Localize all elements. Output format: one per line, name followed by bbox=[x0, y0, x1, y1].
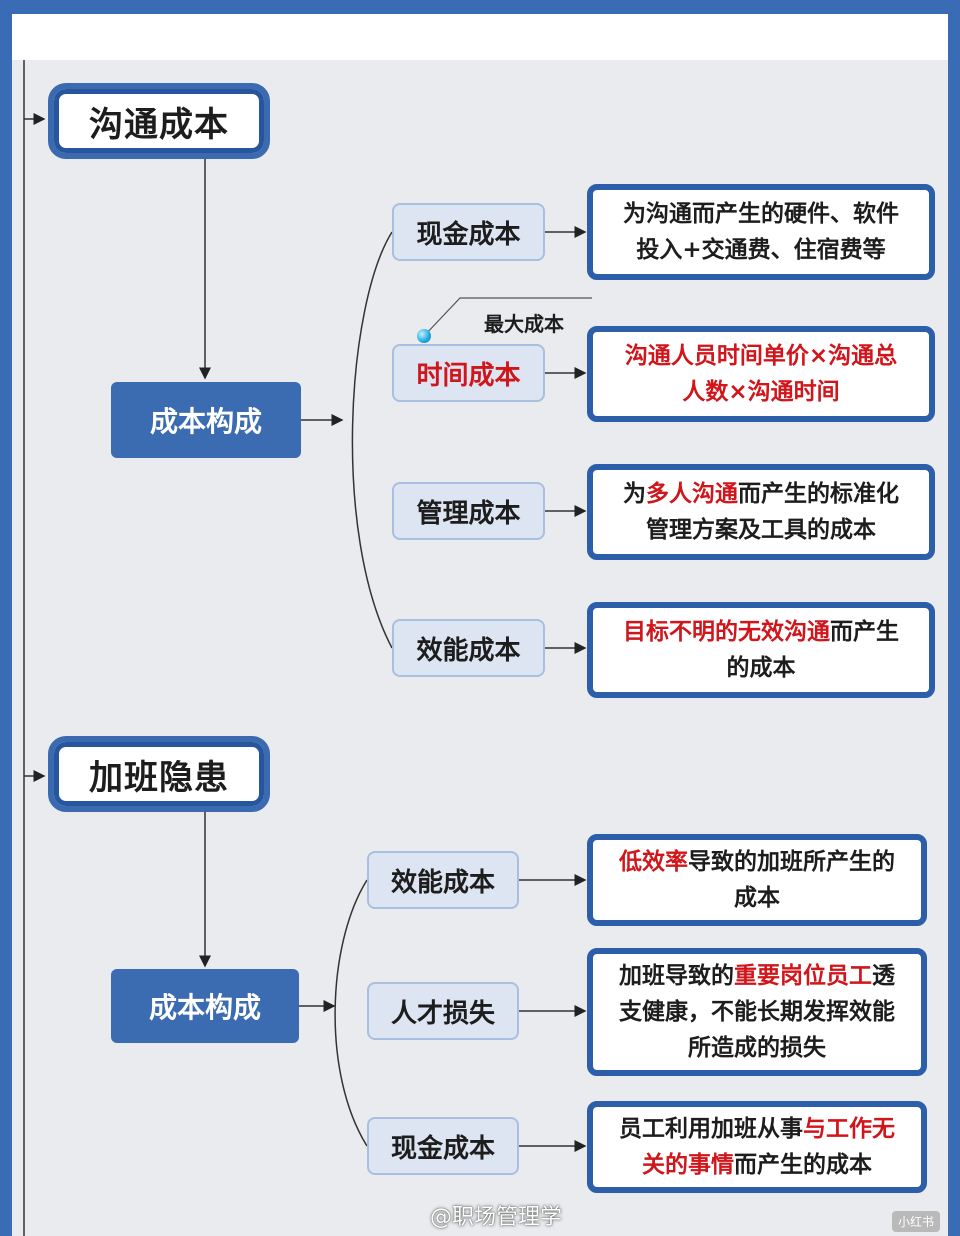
desc-line: 的成本 bbox=[726, 655, 796, 681]
desc-line: 成本 bbox=[734, 885, 780, 911]
watermark: @职场管理学 bbox=[430, 1205, 563, 1230]
bullet-dot bbox=[417, 329, 431, 343]
category-efficiency-cost: 效能成本 bbox=[367, 851, 519, 909]
desc-line: 管理方案及工具的成本 bbox=[646, 517, 876, 543]
category-efficiency-cost: 效能成本 bbox=[392, 619, 545, 677]
desc-line: 目标不明的无效沟通而产生 bbox=[623, 619, 899, 645]
root-node-overtime-risk: 加班隐患 bbox=[48, 736, 270, 812]
desc-efficiency-cost: 目标不明的无效沟通而产生 的成本 bbox=[587, 602, 935, 698]
desc-line: 人数×沟通时间 bbox=[682, 379, 840, 405]
root-node-communication-cost: 沟通成本 bbox=[48, 83, 270, 159]
mindmap-canvas: 沟通成本 成本构成 现金成本 为沟通而产生的硬件、软件 投入+交通费、住宿费等 … bbox=[12, 14, 948, 1236]
desc-line: 加班导致的重要岗位员工透 bbox=[619, 963, 895, 989]
desc-management-cost: 为多人沟通而产生的标准化 管理方案及工具的成本 bbox=[587, 464, 935, 560]
category-time-cost: 时间成本 bbox=[392, 344, 545, 402]
desc-line: 关的事情而产生的成本 bbox=[642, 1152, 872, 1178]
desc-line: 沟通人员时间单价×沟通总 bbox=[624, 343, 898, 369]
desc-efficiency-cost: 低效率导致的加班所产生的 成本 bbox=[587, 834, 927, 926]
category-talent-loss: 人才损失 bbox=[367, 982, 519, 1040]
desc-line: 为多人沟通而产生的标准化 bbox=[623, 481, 899, 507]
desc-line: 所造成的损失 bbox=[688, 1035, 826, 1061]
desc-cash-cost: 员工利用加班从事与工作无 关的事情而产生的成本 bbox=[587, 1101, 927, 1193]
desc-line: 低效率导致的加班所产生的 bbox=[619, 849, 895, 875]
max-cost-note: 最大成本 bbox=[484, 312, 564, 336]
desc-line: 投入+交通费、住宿费等 bbox=[636, 237, 886, 263]
desc-cash-cost: 为沟通而产生的硬件、软件 投入+交通费、住宿费等 bbox=[587, 184, 935, 280]
category-management-cost: 管理成本 bbox=[392, 482, 545, 540]
composition-node: 成本构成 bbox=[111, 969, 299, 1043]
corner-tag: 小红书 bbox=[891, 1211, 940, 1232]
desc-talent-loss: 加班导致的重要岗位员工透 支健康，不能长期发挥效能 所造成的损失 bbox=[587, 948, 927, 1076]
category-cash-cost: 现金成本 bbox=[392, 203, 545, 261]
top-band bbox=[12, 14, 948, 60]
connector-lines bbox=[23, 60, 592, 1236]
desc-line: 为沟通而产生的硬件、软件 bbox=[623, 201, 899, 227]
desc-line: 支健康，不能长期发挥效能 bbox=[619, 999, 895, 1025]
desc-time-cost: 沟通人员时间单价×沟通总 人数×沟通时间 bbox=[587, 326, 935, 422]
desc-line: 员工利用加班从事与工作无 bbox=[619, 1116, 895, 1142]
category-cash-cost: 现金成本 bbox=[367, 1117, 519, 1175]
composition-node: 成本构成 bbox=[111, 382, 301, 458]
